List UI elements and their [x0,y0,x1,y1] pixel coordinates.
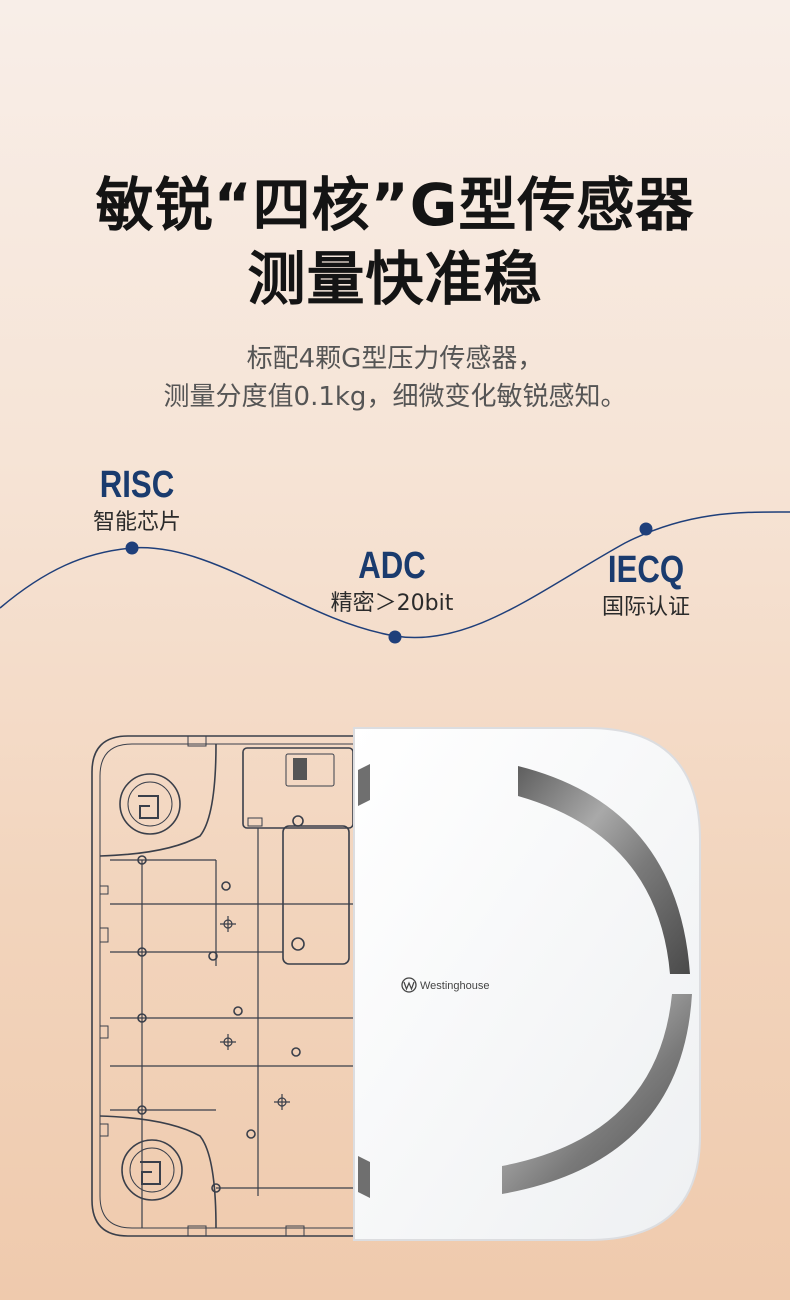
feature-adc: ADC 精密＞20bit [312,547,472,615]
feature-desc: 精密＞20bit [330,591,454,616]
headline-line-1: 敏锐“四核”G型传感器 [95,171,695,239]
feature-iecq: IECQ 国际认证 [566,551,726,619]
description-line-2: 测量分度值0.1kg，细微变化敏锐感知。 [163,382,627,412]
feature-name: IECQ [607,549,685,591]
electrode-bottom [502,994,692,1194]
headline-line-2: 测量快准稳 [247,245,543,313]
feature-risc: RISC 智能芯片 [57,466,217,534]
feature-wave-line [0,511,790,644]
feature-name: ADC [358,545,426,587]
feature-dot-adc [388,630,402,644]
feature-dot-iecq [639,522,653,536]
feature-desc: 国际认证 [601,595,690,620]
description-line-1: 标配4颗G型压力传感器， [246,344,544,374]
brand-name: Westinghouse [420,980,490,992]
electrode-left-top [358,764,370,806]
smart-scale-illustration: Westinghouse [91,727,701,1241]
electrode-top [518,766,690,974]
scale-glass-panel: Westinghouse [353,727,701,1241]
internal-structure-diagram [91,735,356,1237]
feature-dot-risc [125,541,139,555]
electrode-left-bottom [358,1156,370,1198]
feature-name: RISC [99,464,175,506]
feature-desc: 智能芯片 [92,510,181,535]
westinghouse-logo-icon [401,977,417,993]
